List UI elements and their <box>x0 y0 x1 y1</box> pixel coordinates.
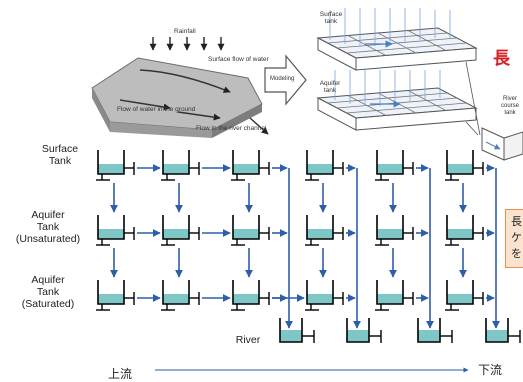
tank-r3-c4-water <box>307 294 333 304</box>
tank-r1-c4-water <box>307 164 333 174</box>
tank-r3-c1 <box>97 280 125 305</box>
river-tank-2-water <box>347 330 369 342</box>
tank-r1-c6-water <box>447 164 473 174</box>
tank-r1-c1-water <box>98 164 124 174</box>
tank-r1-c5-water <box>377 164 403 174</box>
tank-r3-c2-water <box>163 294 189 304</box>
tank-r1-c5 <box>376 150 404 175</box>
title-fragment: 長 <box>493 49 510 69</box>
river-tank-2 <box>346 318 370 343</box>
ground-flow-label: Flow of water in the ground <box>117 106 196 113</box>
river-tank-3-water <box>418 330 440 342</box>
tank-r3-c6 <box>446 280 474 305</box>
surface-tank-label: Surface Tank <box>41 143 79 167</box>
tank-r2-c2 <box>162 215 190 240</box>
tank-r2-c4-water <box>307 229 333 239</box>
tank-r1-c6 <box>446 150 474 175</box>
tank-r1-c2-water <box>163 164 189 174</box>
upstream-label: 上流 <box>108 367 133 381</box>
tank-r3-c5-water <box>377 294 403 304</box>
tank-r3-c4 <box>306 280 334 305</box>
surface-flow-label: Surface flow of water <box>208 56 269 63</box>
tank-r2-c6-water <box>447 229 473 239</box>
rainfall-label: Rainfall <box>174 28 196 35</box>
tank-r3-c3-water <box>233 294 259 304</box>
river-course-tank-caption: River course tank <box>500 96 519 116</box>
tank-r3-c2 <box>162 280 190 305</box>
tank-r1-c3-water <box>233 164 259 174</box>
river-tank-3 <box>417 318 441 343</box>
aquifer-tank-caption: Aquifer tank <box>319 80 341 94</box>
aquifer-unsaturated-label: Aquifer Tank (Unsaturated) <box>15 209 81 245</box>
tank-r3-c3 <box>232 280 260 305</box>
tank-r2-c5 <box>376 215 404 240</box>
tank-r1-c2 <box>162 150 190 175</box>
tank-r2-c1-water <box>98 229 124 239</box>
river-label: River <box>235 334 261 346</box>
aquifer-saturated-label: Aquifer Tank (Saturated) <box>21 274 75 310</box>
river-course-tank-3d <box>481 127 523 161</box>
tank-r3-c1-water <box>98 294 124 304</box>
surface-tank-caption: Surface tank <box>319 11 343 25</box>
note-line-2: ケ <box>511 231 522 244</box>
downstream-label: 下流 <box>478 363 503 377</box>
tank-r2-c3-water <box>233 229 259 239</box>
tank-r2-c5-water <box>377 229 403 239</box>
modeling-label: Modeling <box>270 76 295 82</box>
tank-r1-c3 <box>232 150 260 175</box>
tank-r2-c3 <box>232 215 260 240</box>
tank-r2-c2-water <box>163 229 189 239</box>
modeling-arrow <box>264 54 307 106</box>
aquifer-tank-grid <box>316 70 478 131</box>
tank-r1-c4 <box>306 150 334 175</box>
tank-network <box>96 150 521 343</box>
river-tank-1 <box>279 318 303 343</box>
river-tank-4-water <box>486 330 508 342</box>
note-line-1: 長 <box>511 215 522 228</box>
river-tank-1-water <box>280 330 302 342</box>
note-box: 長 ケ を <box>505 209 523 268</box>
surface-tank-grid <box>316 8 478 71</box>
tank-r2-c1 <box>97 215 125 240</box>
tank-r2-c4 <box>306 215 334 240</box>
tank-r1-c1 <box>97 150 125 175</box>
landscape-illustration <box>91 57 269 138</box>
river-tank-4 <box>485 318 509 343</box>
tank-r2-c6 <box>446 215 474 240</box>
river-channel-flow-label: Flow in the river channel <box>196 125 267 132</box>
rainfall-arrows <box>149 37 225 51</box>
tank-r3-c6-water <box>447 294 473 304</box>
note-line-3: を <box>511 247 522 260</box>
tank-r3-c5 <box>376 280 404 305</box>
